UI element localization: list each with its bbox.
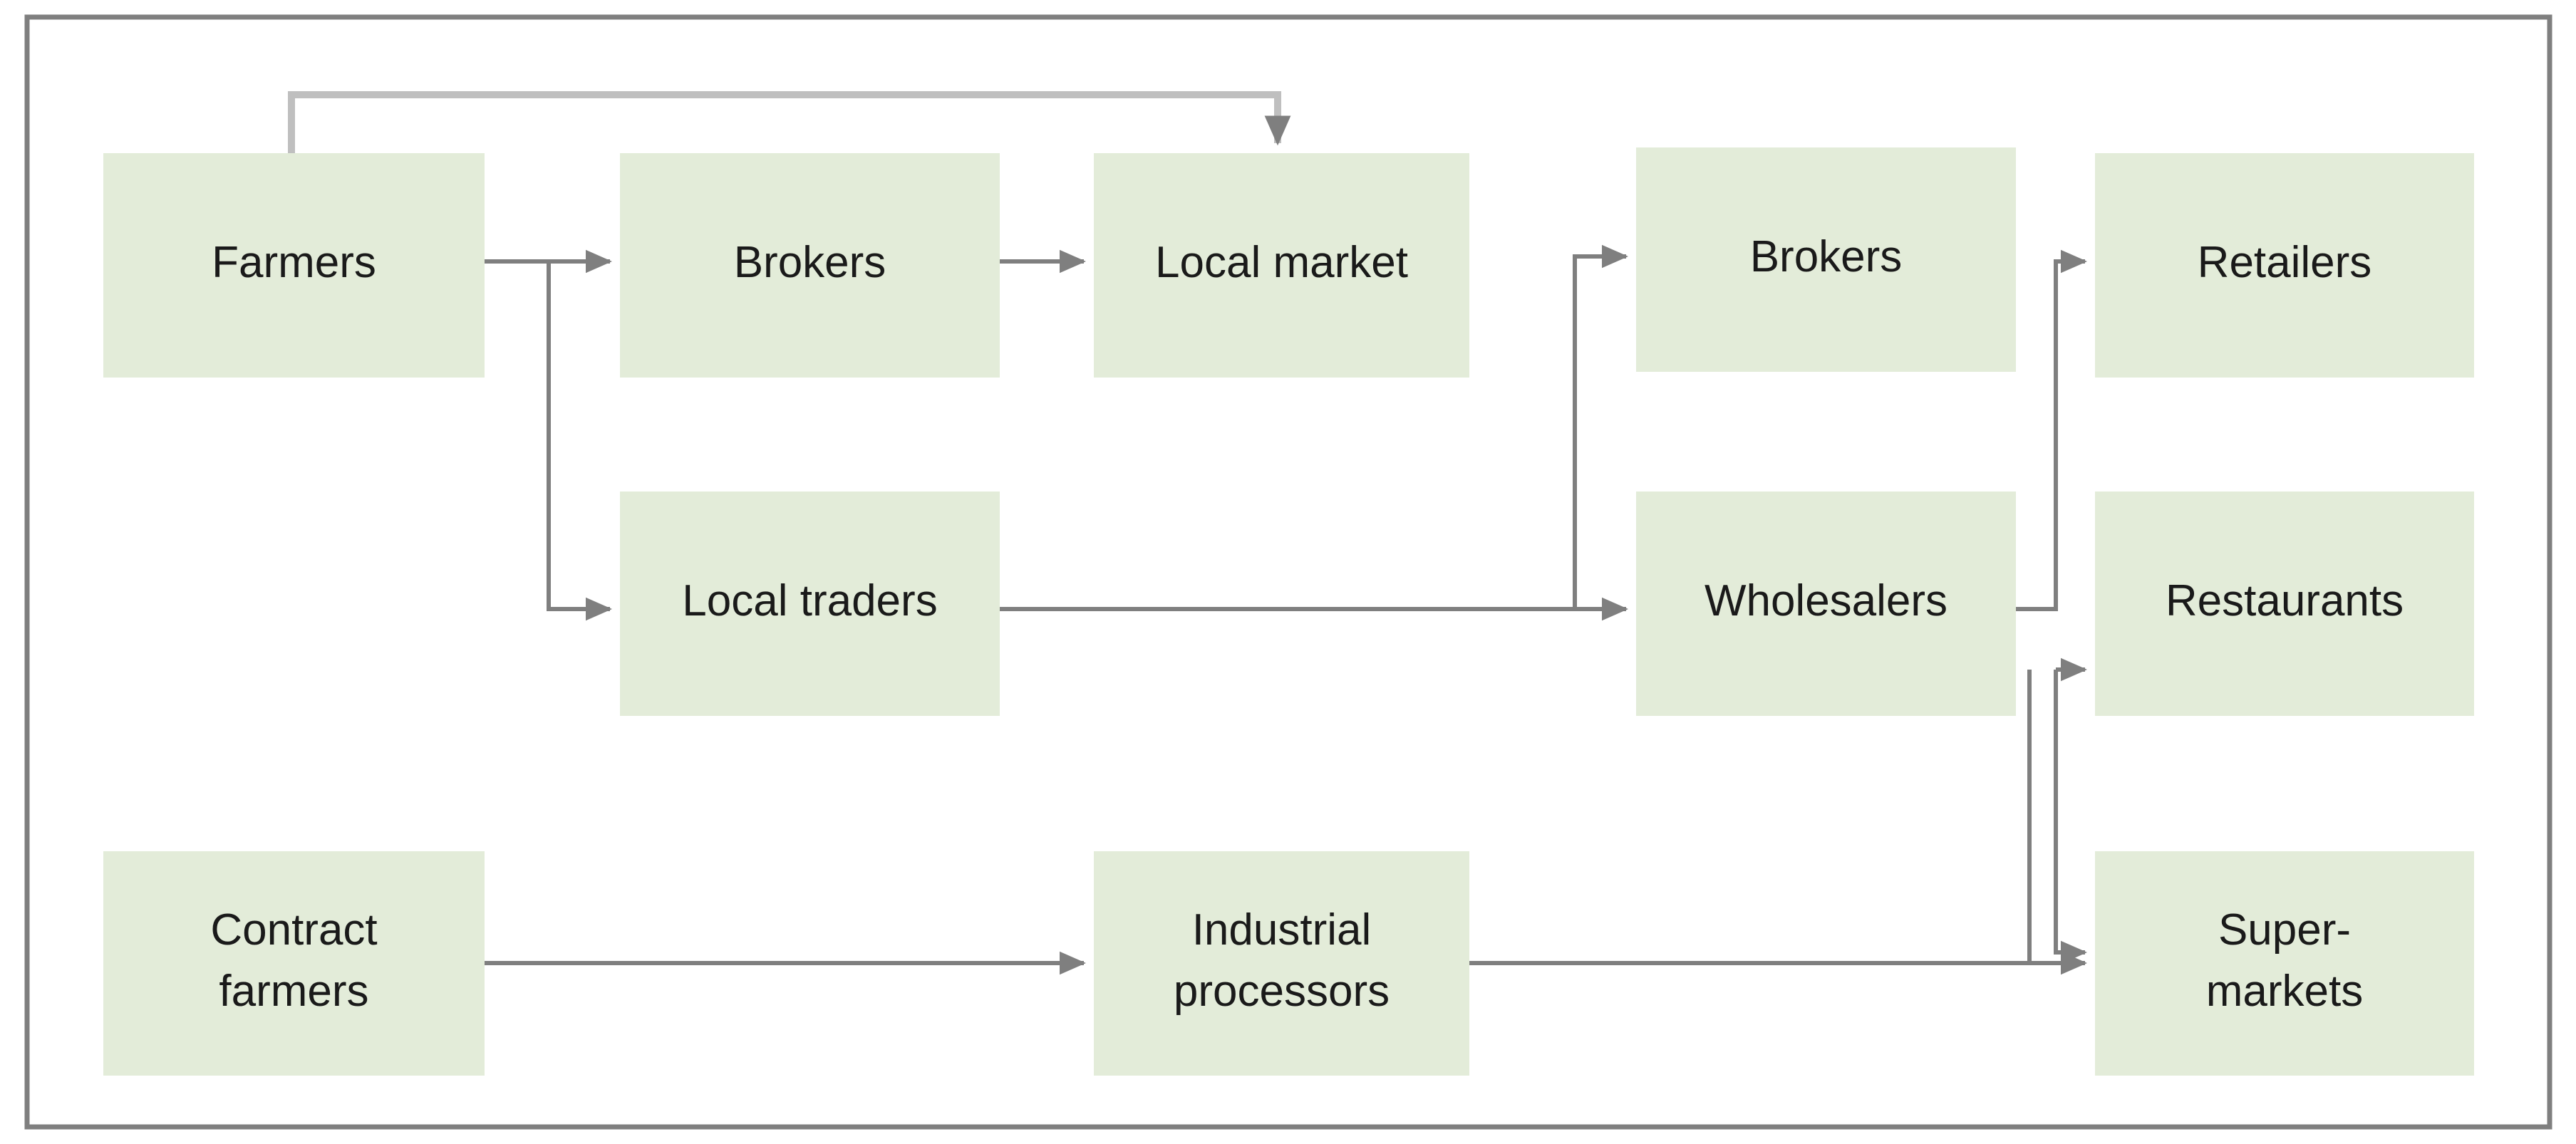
node-box-brokers1[interactable] — [620, 153, 1000, 378]
node-label-brokers1: Brokers — [734, 238, 886, 287]
node-label-local-market: Local market — [1155, 238, 1408, 287]
node-local-market[interactable]: Local market — [1094, 153, 1469, 378]
edge-local-traders-to-brokers2 — [1573, 244, 1628, 609]
nodes-layer: Farmers Brokers Local market Brokers Retaile… — [103, 147, 2474, 1076]
node-industrial-processors[interactable]: Industrial processors — [1094, 851, 1469, 1076]
node-box-local-market[interactable] — [1094, 153, 1469, 378]
edges-layer — [288, 91, 2087, 975]
diagram-frame — [24, 14, 2552, 1130]
node-box-retailers[interactable] — [2095, 153, 2474, 378]
node-box-restaurants[interactable] — [2095, 492, 2474, 716]
node-label-supermarkets: markets — [2206, 967, 2363, 1016]
node-label-supermarkets: Super- — [2218, 905, 2351, 955]
edge-wholesalers-to-supermarkets — [2054, 670, 2087, 964]
node-label-retailers: Retailers — [2198, 238, 2372, 287]
node-retailers[interactable]: Retailers — [2095, 153, 2474, 378]
node-restaurants[interactable]: Restaurants — [2095, 492, 2474, 716]
node-label-farmers: Farmers — [212, 238, 376, 287]
node-farmers[interactable]: Farmers — [103, 153, 485, 378]
node-brokers2[interactable]: Brokers — [1636, 147, 2016, 372]
node-contract-farmers[interactable]: Contract farmers — [103, 851, 485, 1076]
node-local-traders[interactable]: Local traders — [620, 492, 1000, 716]
node-label-contract-farmers: farmers — [219, 967, 368, 1016]
node-box-supermarkets[interactable] — [2095, 851, 2474, 1076]
node-box-brokers2[interactable] — [1636, 147, 2016, 372]
node-label-industrial-processors: Industrial — [1192, 905, 1372, 955]
node-label-brokers2: Brokers — [1750, 232, 1903, 281]
node-wholesalers[interactable]: Wholesalers — [1636, 492, 2016, 716]
node-box-local-traders[interactable] — [620, 492, 1000, 716]
node-label-local-traders: Local traders — [682, 576, 937, 625]
edge-farmers-to-local-market — [288, 91, 1291, 153]
node-box-farmers[interactable] — [103, 153, 485, 378]
node-box-wholesalers[interactable] — [1636, 492, 2016, 716]
node-box-contract-farmers[interactable] — [103, 851, 485, 1076]
node-box-industrial-processors[interactable] — [1094, 851, 1469, 1076]
node-label-contract-farmers: Contract — [210, 905, 377, 955]
node-supermarkets[interactable]: Super-markets — [2095, 851, 2474, 1076]
node-label-industrial-processors: processors — [1174, 967, 1390, 1016]
edge-wholesalers-to-retailers — [2016, 249, 2087, 611]
node-label-wholesalers: Wholesalers — [1705, 576, 1947, 625]
node-label-restaurants: Restaurants — [2166, 576, 2404, 625]
node-brokers1[interactable]: Brokers — [620, 153, 1000, 378]
edge-farmers-to-local-traders — [547, 261, 612, 621]
